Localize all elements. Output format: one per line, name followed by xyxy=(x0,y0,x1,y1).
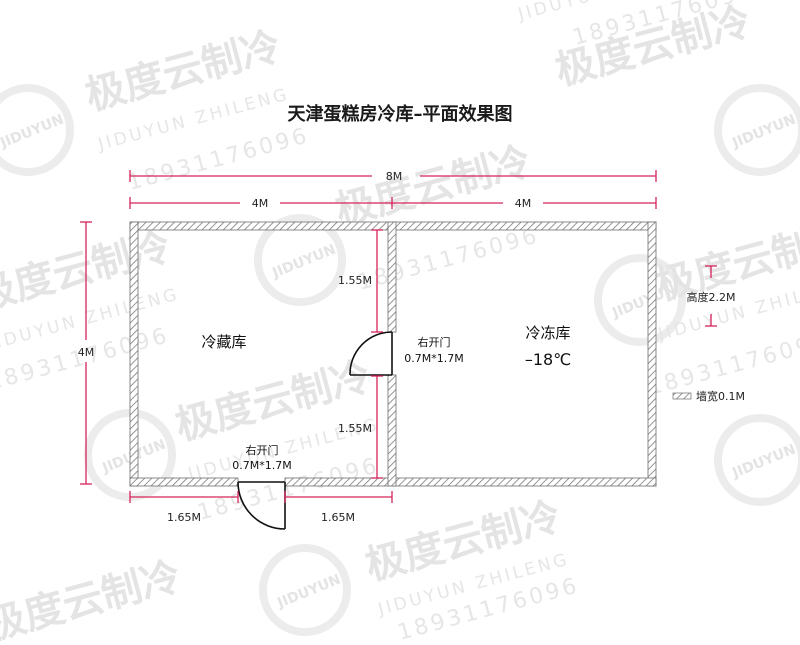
wall-legend-label: 墙宽0.1M xyxy=(696,389,745,403)
svg-text:JIDUYUN: JIDUYUN xyxy=(274,572,343,612)
left-width-dimension xyxy=(129,197,393,209)
watermark-badge: JIDUYUN xyxy=(0,84,74,176)
right-width-dimension xyxy=(392,197,657,209)
right-width-label: 4M xyxy=(515,197,532,210)
bottom-left-label: 1.65M xyxy=(167,511,201,524)
freezer-room-label: 冷冻库 xyxy=(525,324,570,342)
svg-text:JIDUYUN: JIDUYUN xyxy=(729,442,798,482)
depth-dimension xyxy=(80,221,92,485)
bottom-door-size: 0.7M*1.7M xyxy=(232,459,291,472)
lower-segment-dimension xyxy=(371,375,383,479)
side-door-size: 0.7M*1.7M xyxy=(404,352,463,365)
side-door xyxy=(349,331,393,376)
page-title: 天津蛋糕房冷库–平面效果图 xyxy=(288,103,513,125)
chill-room-label: 冷藏库 xyxy=(201,333,246,351)
bottom-right-label: 1.65M xyxy=(321,511,355,524)
upper-segment-dimension xyxy=(371,229,383,333)
upper-segment-label: 1.55M xyxy=(338,274,372,287)
watermark-brand: 极度云制冷 xyxy=(0,553,186,645)
bottom-door xyxy=(237,481,286,530)
depth-label: 4M xyxy=(78,346,95,359)
watermark-badge: JIDUYUN xyxy=(254,214,346,306)
watermark-badge: JIDUYUN xyxy=(714,414,800,506)
watermark-brand: 极度云制冷 xyxy=(331,138,536,234)
wall-swatch xyxy=(672,392,692,400)
svg-text:JIDUYUN: JIDUYUN xyxy=(269,242,338,282)
svg-text:JIDUYUN: JIDUYUN xyxy=(729,112,798,152)
total-width-label: 8M xyxy=(386,170,403,183)
watermark-badge: JIDUYUN xyxy=(714,84,800,176)
freezer-temperature: –18℃ xyxy=(525,350,571,369)
height-indicator xyxy=(705,265,717,327)
bottom-door-label: 右开门 xyxy=(246,443,279,457)
svg-text:JIDUYUN: JIDUYUN xyxy=(0,112,66,152)
watermark-badge: JIDUYUN xyxy=(259,544,351,636)
watermark-phone: 18931176096 xyxy=(355,223,542,296)
bottom-right-dimension xyxy=(284,491,393,503)
side-door-label: 右开门 xyxy=(418,335,451,349)
height-label: 高度2.2M xyxy=(687,290,736,304)
bottom-left-dimension xyxy=(129,491,239,503)
walls xyxy=(129,221,657,487)
lower-segment-label: 1.55M xyxy=(338,422,372,435)
total-width-dimension xyxy=(129,170,657,182)
left-width-label: 4M xyxy=(252,197,269,210)
